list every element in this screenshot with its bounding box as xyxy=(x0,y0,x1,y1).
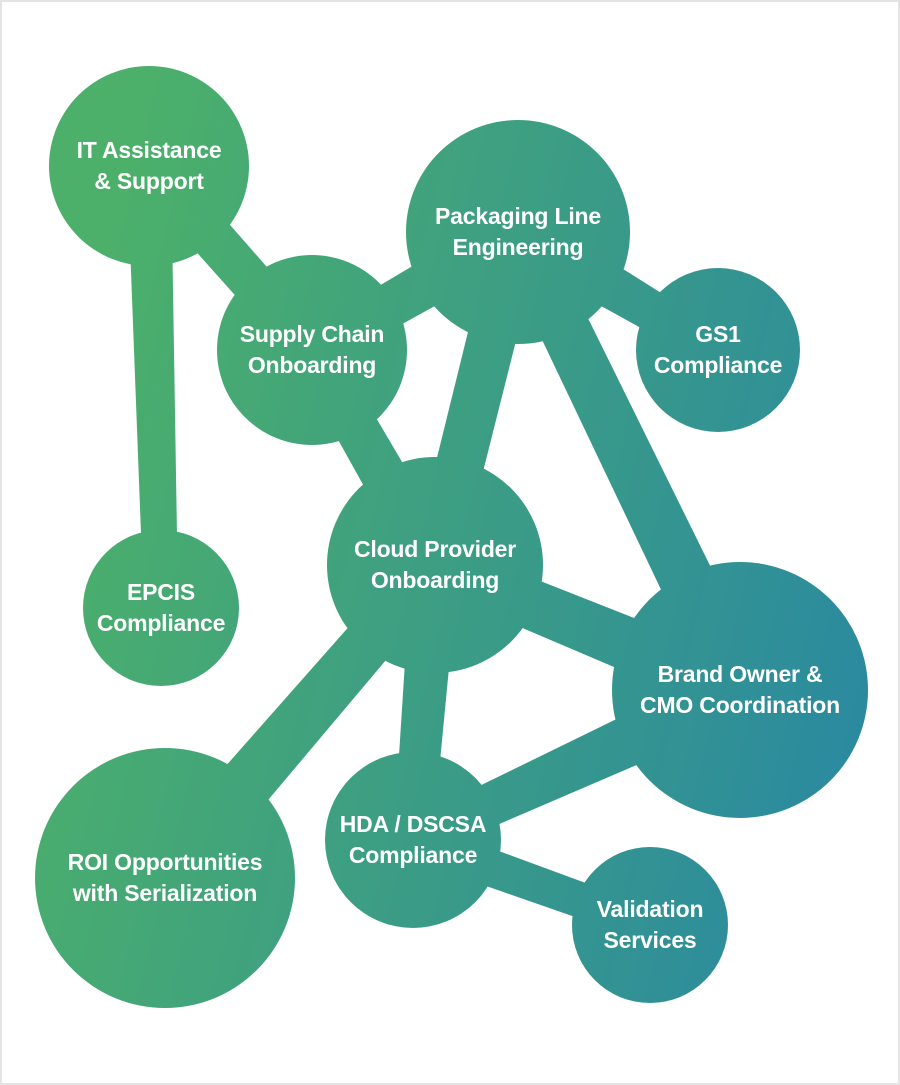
node-circle-cloud xyxy=(327,457,543,673)
node-circle-gs1 xyxy=(636,268,800,432)
node-label-it: IT Assistance & Support xyxy=(77,135,222,197)
node-label-line2: Engineering xyxy=(452,234,584,260)
node-label-line2: Services xyxy=(603,927,697,953)
node-label-line1: Brand Owner & xyxy=(657,661,823,687)
node-circle-epcis xyxy=(83,530,239,686)
node-label-line1: Cloud Provider xyxy=(353,536,517,562)
node-label-epcis: EPCIS Compliance xyxy=(96,577,226,639)
connector-it-epcis xyxy=(127,165,179,609)
node-label-line2: Compliance xyxy=(348,842,478,868)
node-circle-it xyxy=(49,66,249,266)
node-label-hda: HDA / DSCSA Compliance xyxy=(339,809,487,871)
node-circle-pack xyxy=(406,120,630,344)
node-label-line2: Compliance xyxy=(653,352,783,378)
node-circle-supply xyxy=(217,255,407,445)
node-label-line1: GS1 xyxy=(695,321,741,347)
node-label-line1: IT Assistance xyxy=(76,137,222,163)
node-circle-hda xyxy=(325,752,501,928)
node-label-roi: ROI Opportunities with Serialization xyxy=(68,847,263,909)
node-label-line2: Compliance xyxy=(96,610,226,636)
node-circle-brand xyxy=(612,562,868,818)
node-label-line1: EPCIS xyxy=(126,579,196,605)
node-label-line1: HDA / DSCSA xyxy=(339,811,487,837)
node-label-line2: Onboarding xyxy=(370,567,500,593)
node-label-line1: Packaging Line xyxy=(435,203,601,229)
node-label-line1: Validation xyxy=(596,896,704,922)
node-circle-valid xyxy=(572,847,728,1003)
node-label-line2: Onboarding xyxy=(247,352,377,378)
node-label-line2: with Serialization xyxy=(72,880,258,906)
node-label-line2: CMO Coordination xyxy=(640,692,840,718)
node-label-line1: ROI Opportunities xyxy=(67,849,263,875)
node-label-brand: Brand Owner & CMO Coordination xyxy=(640,659,840,721)
node-circle-roi xyxy=(35,748,295,1008)
node-label-line1: Supply Chain xyxy=(239,321,385,347)
node-label-line2: & Support xyxy=(94,168,204,194)
